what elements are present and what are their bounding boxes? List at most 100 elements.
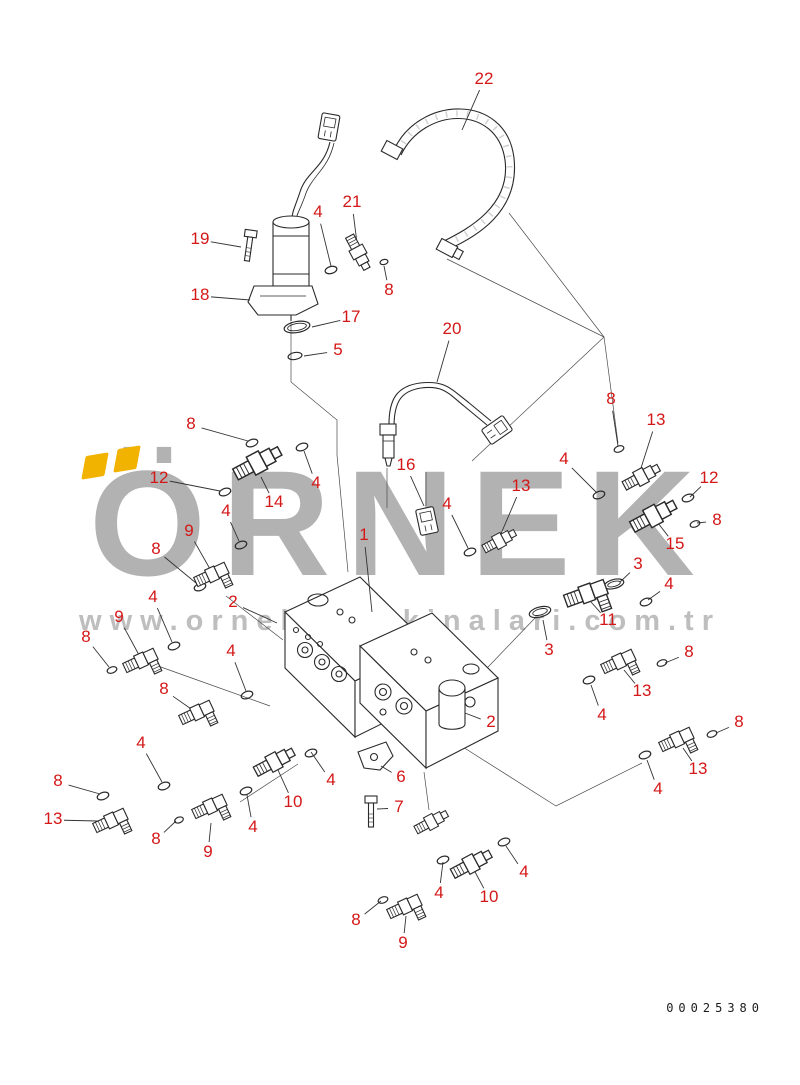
leader-line bbox=[696, 521, 707, 524]
leader-line bbox=[682, 747, 693, 762]
leader-line bbox=[380, 765, 392, 773]
manifold-block-drawing bbox=[284, 576, 499, 770]
leader-line bbox=[383, 265, 388, 281]
leader-line bbox=[260, 476, 270, 494]
hose-drawing bbox=[380, 108, 516, 261]
leader-line bbox=[63, 819, 99, 822]
oring-part bbox=[157, 781, 171, 791]
elbow-part bbox=[121, 647, 163, 675]
oring-part bbox=[324, 265, 338, 275]
leader-line bbox=[311, 320, 341, 328]
leader-line bbox=[68, 784, 101, 795]
leader-line bbox=[201, 427, 249, 442]
oring-part bbox=[295, 442, 309, 452]
leader-line bbox=[123, 627, 140, 656]
fitting-part bbox=[628, 499, 678, 534]
oring-part bbox=[174, 816, 184, 824]
oring-part bbox=[638, 750, 652, 760]
leader-line bbox=[646, 759, 655, 780]
leader-line bbox=[376, 808, 389, 810]
leader-line bbox=[210, 241, 242, 248]
oring-part bbox=[377, 896, 389, 904]
bracket-drawing bbox=[357, 741, 394, 771]
elbow-part bbox=[190, 793, 232, 821]
elbow-part bbox=[599, 648, 641, 676]
leader-line bbox=[164, 556, 197, 584]
oring-part bbox=[240, 690, 254, 700]
drawing-number: 00025380 bbox=[666, 1001, 764, 1015]
oring-part bbox=[528, 605, 552, 619]
oring-part bbox=[304, 748, 318, 758]
elbow-part bbox=[385, 893, 427, 921]
leader-line bbox=[364, 546, 373, 613]
leader-line bbox=[640, 431, 654, 469]
fitting-part bbox=[413, 809, 450, 835]
elbow-part bbox=[177, 699, 219, 727]
bolt-part bbox=[243, 228, 258, 262]
oring-part bbox=[287, 351, 303, 361]
leader-line bbox=[439, 861, 444, 884]
fitting-part bbox=[231, 445, 283, 481]
plug-part bbox=[481, 415, 513, 445]
leader-line bbox=[590, 601, 602, 614]
oring-part bbox=[106, 666, 118, 674]
leader-line bbox=[657, 522, 669, 537]
leader-line bbox=[234, 662, 247, 692]
solenoid-valve-drawing bbox=[247, 141, 335, 321]
leader-line bbox=[310, 751, 326, 773]
oring-part bbox=[463, 547, 477, 557]
leader-line bbox=[230, 521, 240, 542]
watermark-brand: ÖRNEK bbox=[89, 439, 711, 607]
oring-part bbox=[656, 659, 668, 667]
leader-lines bbox=[63, 89, 730, 934]
leader-line bbox=[623, 669, 636, 684]
oring-part bbox=[681, 493, 695, 503]
leader-line bbox=[571, 467, 598, 494]
leader-line bbox=[242, 607, 278, 624]
leader-line bbox=[436, 340, 450, 383]
leader-line bbox=[352, 213, 358, 244]
leader-line bbox=[464, 712, 481, 720]
oring-part bbox=[639, 597, 653, 607]
oring-part bbox=[239, 786, 253, 796]
leader-line bbox=[208, 822, 212, 843]
leader-line bbox=[505, 845, 519, 865]
elbow-part bbox=[91, 807, 133, 835]
leader-line bbox=[320, 223, 332, 267]
oring-part bbox=[592, 490, 606, 500]
leader-line bbox=[303, 450, 313, 474]
oring-part bbox=[436, 855, 450, 865]
plug-part bbox=[415, 506, 439, 536]
small-parts-layer bbox=[91, 112, 718, 921]
oring-part bbox=[689, 520, 701, 528]
elbow-part bbox=[192, 561, 234, 589]
leader-line bbox=[590, 684, 599, 706]
oring-part bbox=[706, 730, 718, 738]
leader-line bbox=[461, 89, 480, 131]
oring-part bbox=[613, 445, 625, 453]
oring-part bbox=[167, 641, 181, 651]
leader-line bbox=[92, 646, 110, 668]
fitting-part bbox=[344, 233, 371, 272]
elbow-part bbox=[657, 726, 699, 754]
oring-part bbox=[497, 837, 511, 847]
leader-line bbox=[410, 475, 425, 507]
oring-part bbox=[379, 258, 389, 266]
fitting-part bbox=[449, 849, 494, 880]
leader-line bbox=[194, 541, 211, 570]
leader-line bbox=[246, 794, 252, 818]
leader-line bbox=[364, 900, 382, 915]
leader-line bbox=[619, 572, 631, 583]
oring-part bbox=[96, 791, 110, 801]
leader-line bbox=[156, 607, 173, 643]
oring-part bbox=[245, 438, 259, 448]
leader-line bbox=[169, 480, 221, 492]
leader-line bbox=[473, 869, 485, 889]
oring-part bbox=[234, 540, 248, 550]
oring-part bbox=[283, 320, 311, 334]
leader-line bbox=[689, 486, 702, 498]
leader-line bbox=[277, 769, 289, 794]
oring-part bbox=[218, 487, 232, 497]
